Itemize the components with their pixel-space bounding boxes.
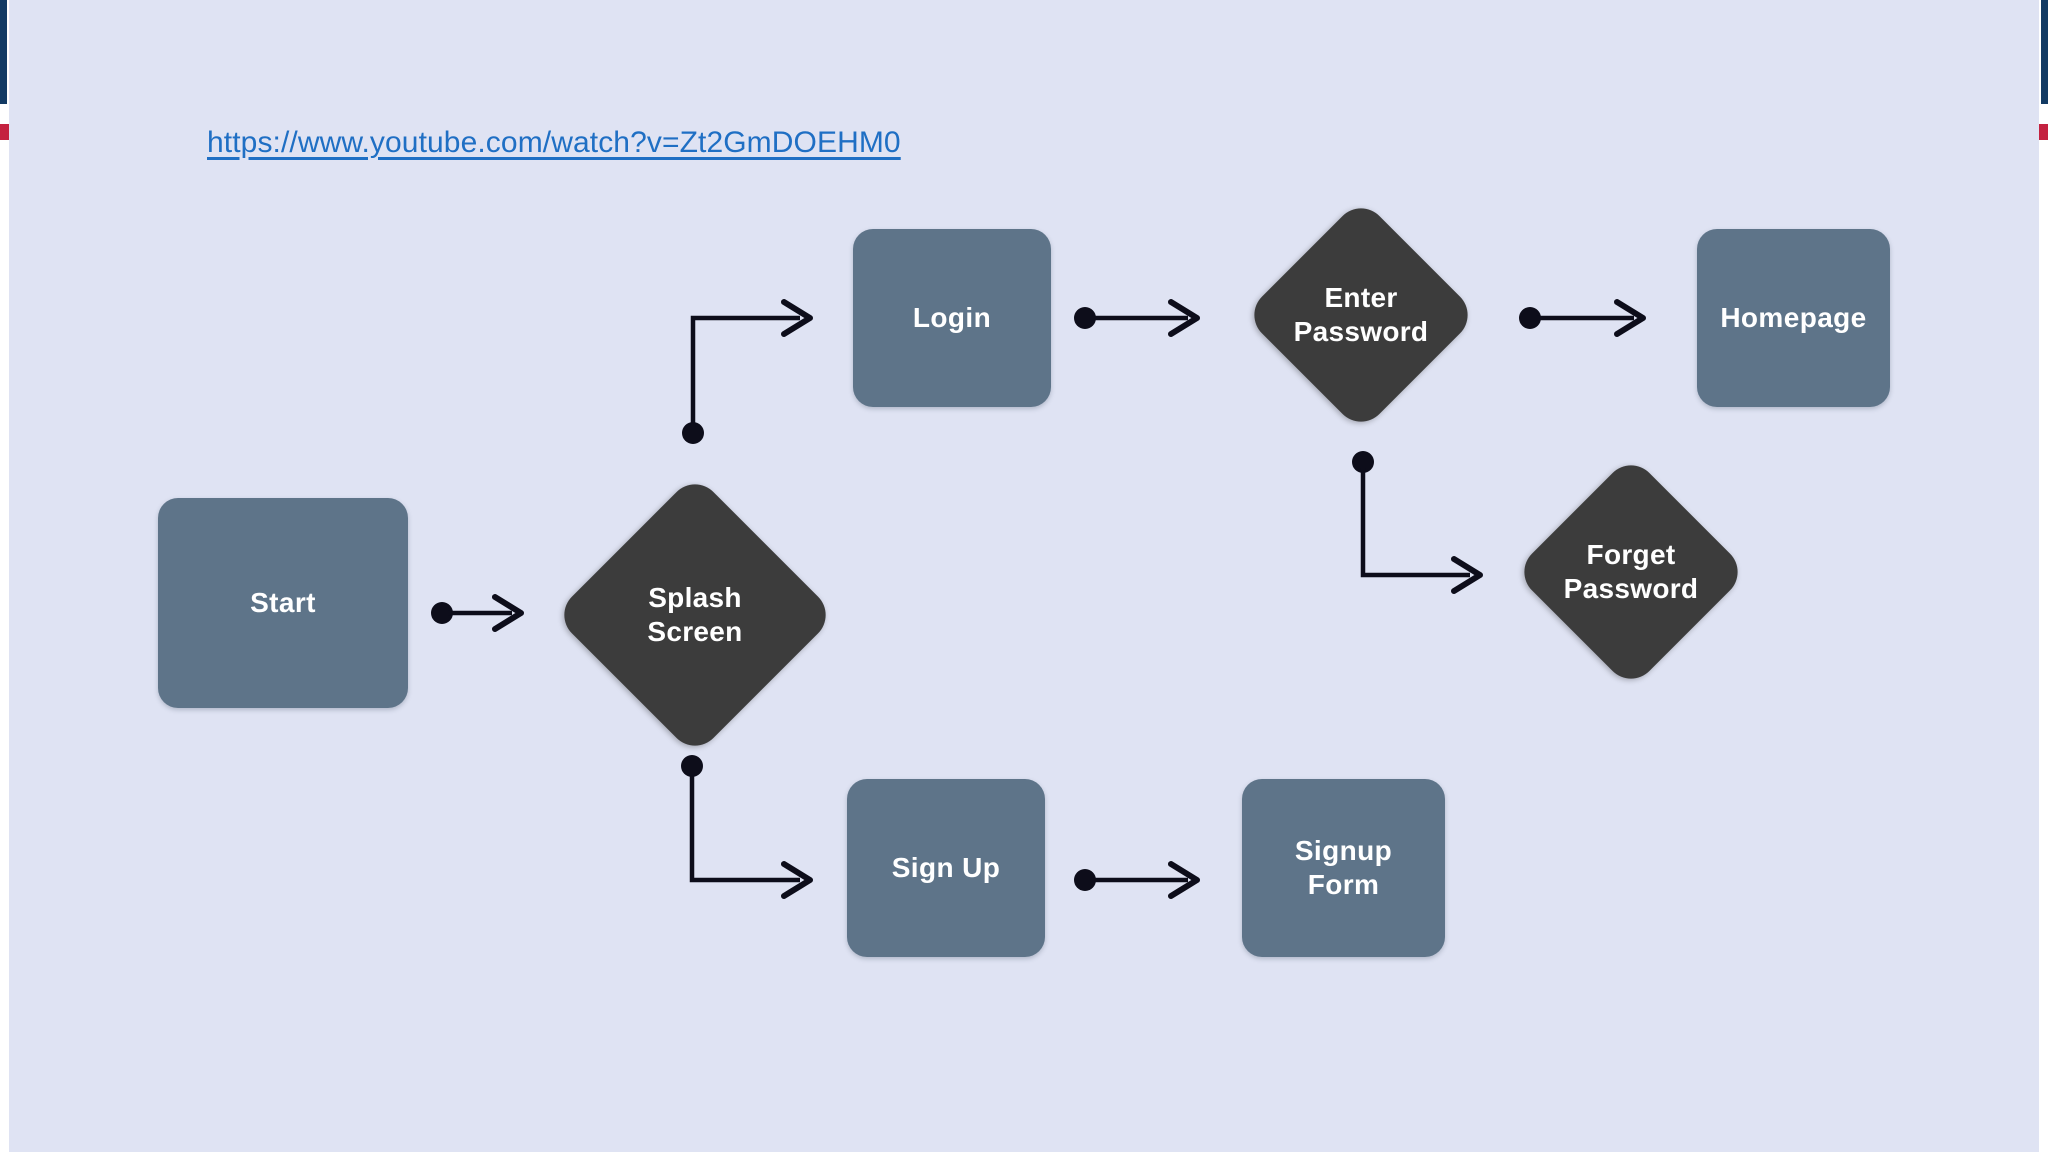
node-signup-form[interactable]: Signup Form [1242,779,1445,957]
node-forget-password[interactable]: Forget Password [1513,454,1749,690]
accent-bar-navy-right [2041,0,2048,104]
node-start[interactable]: Start [158,498,408,708]
node-enter-password-label: Enter Password [1293,281,1429,347]
accent-square-red-right [2039,124,2048,140]
node-forget-password-label: Forget Password [1563,538,1699,604]
node-homepage[interactable]: Homepage [1697,229,1890,407]
youtube-url-link[interactable]: https://www.youtube.com/watch?v=Zt2GmDOE… [207,126,901,159]
node-login-label: Login [912,301,992,333]
node-enter-password[interactable]: Enter Password [1243,197,1479,433]
node-splash-screen[interactable]: Splash Screen [553,473,837,757]
page-margin-right [2039,0,2048,1152]
accent-bar-navy-left [0,0,7,104]
node-sign-up[interactable]: Sign Up [847,779,1045,957]
node-signup-form-label: Signup Form [1294,834,1393,900]
node-start-label: Start [250,586,316,618]
node-homepage-label: Homepage [1720,301,1867,333]
node-sign-up-label: Sign Up [891,851,1001,883]
node-splash-screen-label: Splash Screen [647,581,743,647]
page-margin-left [0,0,9,1152]
accent-square-red-left [0,124,9,140]
node-login[interactable]: Login [853,229,1051,407]
